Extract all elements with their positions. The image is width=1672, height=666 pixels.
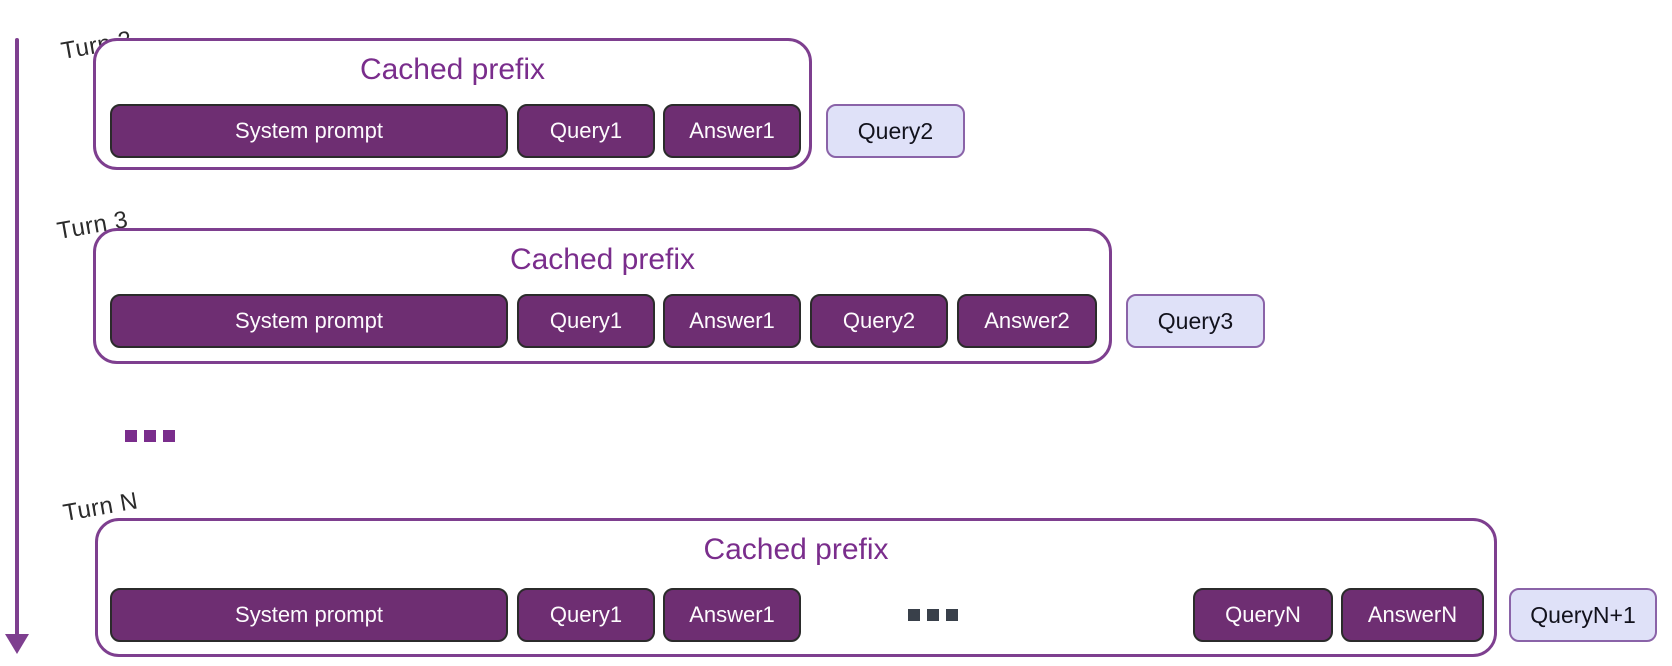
block-answerN: AnswerN <box>1341 588 1484 642</box>
block-query1: Query1 <box>517 588 655 642</box>
block-queryN: QueryN <box>1193 588 1333 642</box>
block-answer1: Answer1 <box>663 588 801 642</box>
inner-turns-ellipsis: ... <box>908 609 958 621</box>
timeline-arrow-head-icon <box>5 634 29 654</box>
between-rows-ellipsis: ... <box>125 430 175 442</box>
block-new-query2: Query2 <box>826 104 965 158</box>
block-query1: Query1 <box>517 294 655 348</box>
block-answer2: Answer2 <box>957 294 1097 348</box>
block-answer1: Answer1 <box>663 104 801 158</box>
block-system-prompt: System prompt <box>110 588 508 642</box>
cached-prefix-title: Cached prefix <box>359 53 546 86</box>
block-new-query3: Query3 <box>1126 294 1265 348</box>
block-system-prompt: System prompt <box>110 104 508 158</box>
block-query1: Query1 <box>517 104 655 158</box>
timeline-arrow-line <box>15 38 19 636</box>
block-query2: Query2 <box>810 294 948 348</box>
block-new-queryN1: QueryN+1 <box>1509 588 1657 642</box>
cached-prefix-title: Cached prefix <box>703 533 889 566</box>
block-answer1: Answer1 <box>663 294 801 348</box>
block-system-prompt: System prompt <box>110 294 508 348</box>
cached-prefix-title: Cached prefix <box>509 243 696 276</box>
